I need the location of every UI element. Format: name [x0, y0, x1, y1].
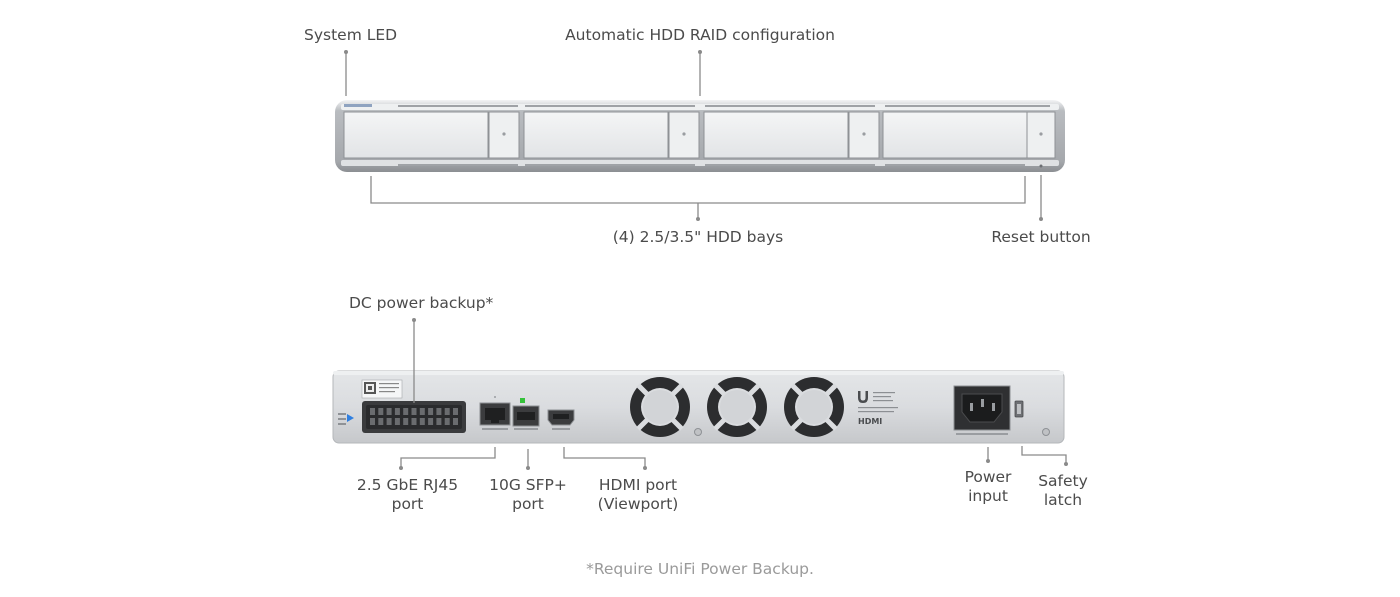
label-hdmi-line1: HDMI port — [598, 476, 678, 494]
callout-reset — [1039, 175, 1043, 221]
callout-sfp — [526, 449, 530, 470]
label-power-line2: input — [968, 487, 1008, 505]
fan-icon — [707, 377, 767, 437]
label-raid: Automatic HDD RAID configuration — [565, 26, 835, 44]
label-hdmi-line2: (Viewport) — [597, 495, 679, 513]
label-power-line1: Power — [964, 468, 1012, 486]
screw-icon — [694, 428, 702, 436]
callout-hdd-bays — [370, 176, 1026, 221]
label-safety-latch: Safety latch — [1023, 472, 1103, 510]
dc-power-backup-connector[interactable] — [362, 401, 466, 433]
callout-hdmi — [563, 447, 647, 470]
rj45-port[interactable] — [479, 396, 511, 430]
fan-icon — [630, 377, 690, 437]
hdmi-logo: HDMI — [858, 417, 882, 426]
callout-latch — [1021, 446, 1068, 466]
power-input-socket[interactable] — [953, 385, 1011, 435]
label-power-input: Power input — [948, 468, 1028, 506]
sfp-link-led — [520, 398, 525, 403]
label-rj45-port: 2.5 GbE RJ45 port — [340, 476, 475, 514]
qr-label — [361, 379, 403, 399]
hdmi-port[interactable] — [547, 409, 575, 430]
hdd-bay-3[interactable] — [703, 111, 880, 159]
label-hdd-bays: (4) 2.5/3.5" HDD bays — [612, 228, 784, 246]
label-rj45-line1: 2.5 GbE RJ45 — [356, 476, 459, 494]
hdd-bay-2[interactable] — [523, 111, 700, 159]
label-sfp-line2: port — [512, 495, 544, 513]
hdd-bay-1[interactable] — [343, 111, 520, 159]
screw-icon — [1042, 428, 1050, 436]
callout-raid — [698, 50, 702, 96]
label-latch-line1: Safety — [1038, 472, 1088, 490]
callout-system-led — [344, 50, 348, 96]
hdd-bay-4[interactable] — [882, 111, 1056, 159]
label-hdmi-port: HDMI port (Viewport) — [583, 476, 693, 514]
safety-latch[interactable] — [1014, 400, 1024, 418]
status-led-markers — [338, 413, 354, 425]
reset-button[interactable] — [1039, 164, 1043, 168]
label-sfp-line1: 10G SFP+ — [489, 476, 567, 494]
label-dc-power-backup: DC power backup* — [349, 294, 494, 312]
callout-power — [986, 447, 990, 463]
fan-icon — [784, 377, 844, 437]
system-led-indicator — [344, 104, 372, 107]
label-system-led: System LED — [304, 26, 398, 44]
sfp-port[interactable] — [512, 398, 540, 430]
label-reset-button: Reset button — [991, 228, 1091, 246]
label-latch-line2: latch — [1043, 491, 1083, 509]
label-sfp-port: 10G SFP+ port — [478, 476, 578, 514]
footnote: *Require UniFi Power Backup. — [586, 560, 814, 578]
callout-dc-backup — [412, 318, 416, 403]
label-rj45-line2: port — [391, 495, 424, 513]
ubiquiti-logo-icon — [858, 391, 898, 413]
callout-rj45 — [399, 447, 496, 470]
